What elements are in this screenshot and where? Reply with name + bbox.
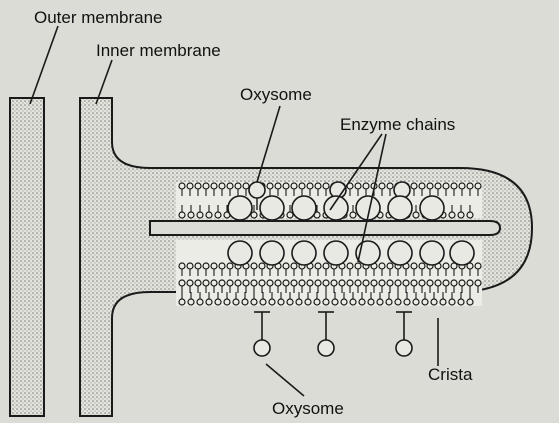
oxysome-knob-lower	[396, 340, 412, 356]
label-oxysome-bottom: Oxysome	[272, 400, 344, 417]
enzyme-sphere-lower	[228, 241, 252, 265]
enzyme-sphere-lower	[292, 241, 316, 265]
label-inner-membrane: Inner membrane	[96, 42, 221, 59]
enzyme-sphere-upper	[292, 196, 316, 220]
oxysome-knob-upper	[249, 182, 265, 198]
enzyme-sphere-lower	[450, 241, 474, 265]
enzyme-sphere-upper	[420, 196, 444, 220]
label-enzyme-chains: Enzyme chains	[340, 116, 455, 133]
enzyme-sphere-upper	[260, 196, 284, 220]
outer-membrane-strip	[10, 98, 44, 416]
oxysome-knob-lower	[318, 340, 334, 356]
label-oxysome-top: Oxysome	[240, 86, 312, 103]
oxysome-knob-lower	[254, 340, 270, 356]
enzyme-sphere-lower	[388, 241, 412, 265]
label-crista: Crista	[428, 366, 472, 383]
leader-oxysome-bottom	[266, 364, 304, 396]
enzyme-sphere-lower	[420, 241, 444, 265]
enzyme-sphere-lower	[260, 241, 284, 265]
enzyme-sphere-upper	[324, 196, 348, 220]
label-outer-membrane: Outer membrane	[34, 9, 163, 26]
leader-outer-membrane	[30, 26, 58, 104]
crista-lumen	[150, 221, 500, 235]
enzyme-sphere-lower	[324, 241, 348, 265]
enzyme-sphere-upper	[228, 196, 252, 220]
enzyme-sphere-upper	[388, 196, 412, 220]
